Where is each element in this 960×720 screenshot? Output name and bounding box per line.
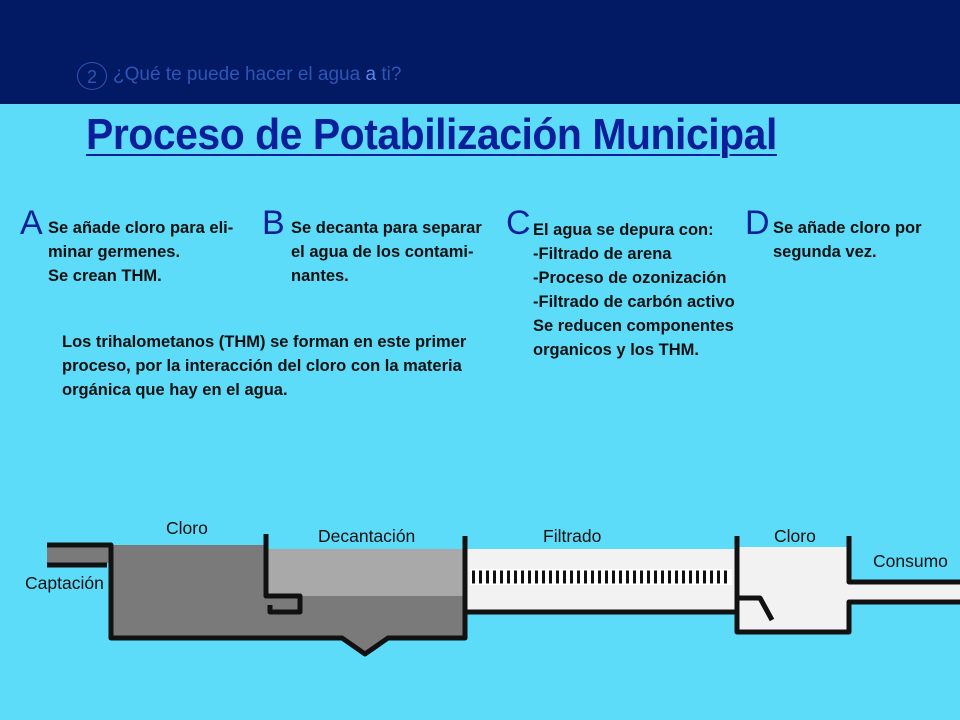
thm-note: Los trihalometanos (THM) se forman en es… bbox=[62, 333, 467, 399]
step-c-text: El agua se depura con: -Filtrado de aren… bbox=[533, 221, 735, 359]
page-title: Proceso de Potabilización Municipal bbox=[86, 110, 777, 159]
step-d-text: Se añade cloro por segunda vez. bbox=[773, 219, 922, 261]
slide-question: ¿Qué te puede hacer el agua a ti? bbox=[113, 64, 401, 86]
label-decantacion: Decantación bbox=[318, 526, 416, 546]
settling-tank-sludge bbox=[266, 596, 465, 654]
step-a-letter: A bbox=[20, 204, 43, 242]
slide-number-badge: 2 bbox=[77, 62, 107, 90]
step-d-letter: D bbox=[745, 204, 770, 242]
question-suffix: ti? bbox=[376, 64, 402, 85]
question-highlight: a bbox=[365, 64, 377, 85]
chlorination-tank-2-water bbox=[737, 547, 849, 632]
settling-tank-water bbox=[266, 549, 465, 596]
intake-pipe-water bbox=[47, 547, 109, 563]
chlorination-tank-1-water bbox=[109, 545, 266, 638]
step-c-letter: C bbox=[506, 204, 531, 242]
outlet-pipe-water bbox=[849, 583, 960, 600]
label-cloro-2: Cloro bbox=[774, 526, 816, 546]
label-consumo: Consumo bbox=[873, 551, 948, 571]
label-captacion: Captación bbox=[25, 573, 104, 593]
tank-walls bbox=[47, 534, 960, 657]
filter-media bbox=[470, 569, 732, 585]
label-cloro-1: Cloro bbox=[166, 518, 208, 538]
step-a-text: Se añade cloro para eli- minar germenes.… bbox=[48, 219, 234, 285]
label-filtrado: Filtrado bbox=[543, 526, 602, 546]
question-prefix: ¿Qué te puede hacer el agua bbox=[113, 64, 366, 85]
step-b-text: Se decanta para separar el agua de los c… bbox=[291, 219, 482, 285]
header-bar bbox=[0, 0, 960, 104]
step-b-letter: B bbox=[262, 204, 285, 242]
